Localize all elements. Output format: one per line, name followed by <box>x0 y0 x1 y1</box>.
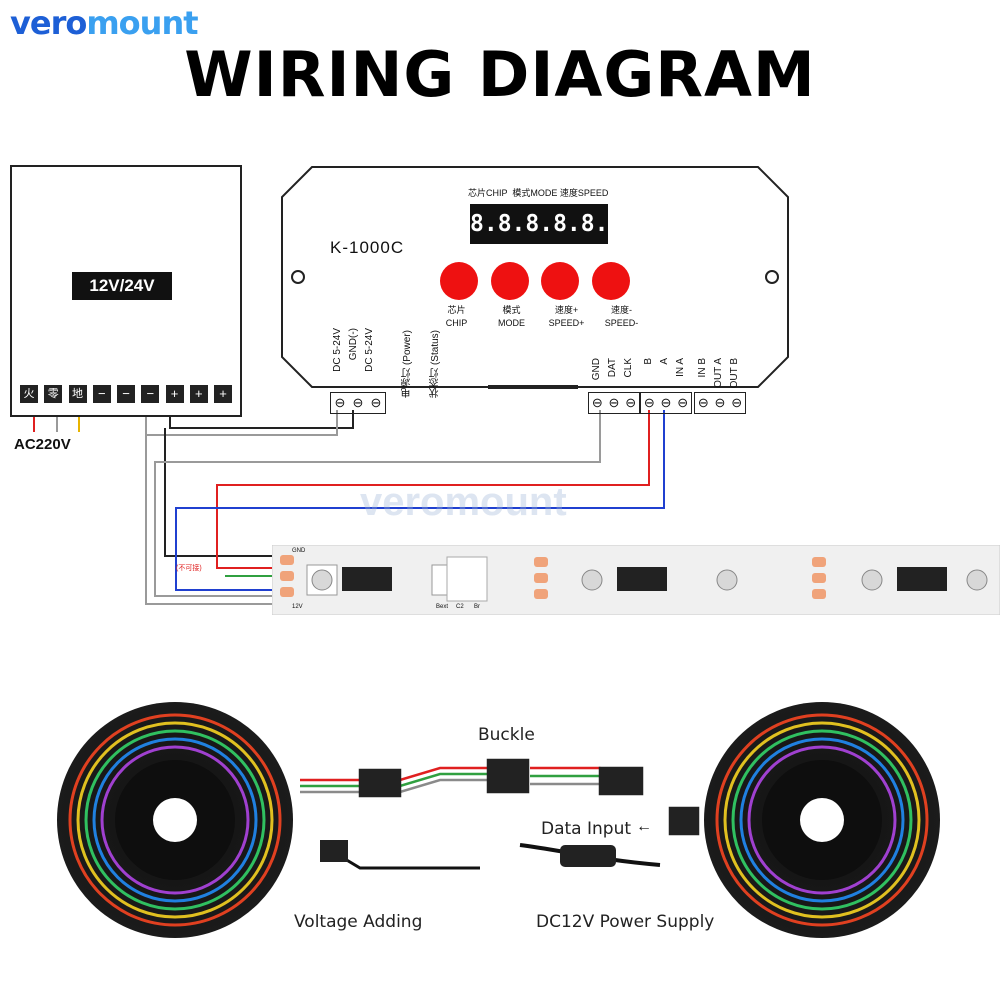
strip-pad-c2: C2 <box>456 604 464 610</box>
terminal-label-in-b: IN B <box>697 358 708 378</box>
psu-terminal-row: 火 零 地 − − − + + + <box>20 385 232 407</box>
psu-terminal: 零 <box>44 385 63 403</box>
callout-buckle: Buckle <box>478 725 535 745</box>
display-header: 芯片CHIP 模式MODE 速度SPEED <box>468 188 609 198</box>
screw-icon: ⊖ <box>697 395 709 410</box>
chip-button[interactable] <box>440 262 478 300</box>
indicator-power-label: 电源灯 (Power) <box>402 330 413 398</box>
psu-terminal: + <box>214 385 232 403</box>
left-terminal-block: ⊖ ⊖ ⊖ <box>330 392 386 414</box>
strip-pad-bext: Bext <box>436 604 449 610</box>
terminal-label-dc2: DC 5-24V <box>364 328 375 372</box>
no-connect-warning: (不可接) <box>176 565 202 572</box>
psu-terminal: − <box>141 385 160 403</box>
brand-part-1: vero <box>10 4 87 42</box>
strip-pad-12v: 12V <box>292 604 303 610</box>
callout-dc12v-power-supply: DC12V Power Supply <box>536 912 715 932</box>
button-label-speed-down: 速度-SPEED- <box>604 305 639 328</box>
terminal-label-gnd-r: GND <box>591 358 602 381</box>
terminal-label-dat: DAT <box>607 358 618 378</box>
screw-icon: ⊖ <box>660 395 672 410</box>
right-terminal-block-3: ⊖ ⊖ ⊖ <box>694 392 746 414</box>
brand-logo: veromount <box>10 4 199 42</box>
wire-data-red <box>216 410 650 569</box>
psu-terminal: + <box>189 385 208 403</box>
watermark: veromount <box>360 480 567 524</box>
screw-icon: ⊖ <box>334 395 346 410</box>
wire-ground-gray <box>154 410 601 597</box>
psu-terminal: − <box>117 385 135 403</box>
psu-terminal: 地 <box>68 385 87 403</box>
psu-voltage-label: 12V/24V <box>72 272 172 300</box>
led-strip <box>272 545 1000 615</box>
segment-display: 8.8.8.8.8.8. <box>470 204 636 244</box>
speed-up-button[interactable] <box>541 262 580 300</box>
page-title: WIRING DIAGRAM <box>184 38 816 111</box>
right-reel <box>704 702 940 938</box>
connector-cables <box>300 758 700 870</box>
strip-pad-gnd: GND <box>292 548 306 554</box>
wire-power-positive <box>169 410 354 429</box>
button-label-speed-up: 速度+SPEED+ <box>548 305 585 328</box>
led-reels-illustration <box>57 702 940 938</box>
screw-icon: ⊖ <box>370 395 382 410</box>
terminal-label-a: A <box>659 358 670 365</box>
screw-icon: ⊖ <box>677 395 689 410</box>
power-supply: 12V/24V 火 零 地 − − − + + + <box>10 165 242 417</box>
terminal-label-gnd: GND(-) <box>348 328 359 361</box>
screw-icon: ⊖ <box>731 395 743 410</box>
wire-psu-to-strip-gray <box>145 435 280 605</box>
wiring-lines <box>33 410 665 605</box>
screw-icon: ⊖ <box>608 395 620 410</box>
screw-icon: ⊖ <box>625 395 637 410</box>
terminal-label-out-a: OUT A <box>713 358 724 388</box>
screw-icon: ⊖ <box>352 395 364 410</box>
terminal-label-out-b: OUT B <box>729 358 740 389</box>
terminal-label-b: B <box>643 358 654 365</box>
right-terminal-block-1: ⊖ ⊖ ⊖ <box>588 392 640 414</box>
screw-icon: ⊖ <box>643 395 655 410</box>
screw-icon: ⊖ <box>714 395 726 410</box>
controller-model: K-1000C <box>330 238 405 257</box>
wire-psu-to-strip-black <box>164 428 280 557</box>
wire-power-negative <box>145 410 338 436</box>
mode-button[interactable] <box>490 262 529 300</box>
callout-voltage-adding: Voltage Adding <box>294 912 423 932</box>
arrow-left-icon: ← <box>636 818 652 835</box>
ac-input-label: AC220V <box>14 436 71 453</box>
screw-icon: ⊖ <box>591 395 603 410</box>
terminal-label-in-a: IN A <box>675 358 686 377</box>
wire-data-blue <box>175 410 665 591</box>
psu-terminal: − <box>92 385 111 403</box>
psu-terminal: 火 <box>20 385 38 403</box>
controller-body <box>281 166 789 389</box>
left-reel <box>57 702 293 938</box>
speed-down-button[interactable] <box>591 262 630 300</box>
right-terminal-block-2: ⊖ ⊖ ⊖ <box>640 392 692 414</box>
indicator-status-label: 状态灯 (Status) <box>430 330 441 398</box>
psu-terminal: + <box>165 385 184 403</box>
terminal-label-clk: CLK <box>623 358 634 378</box>
strip-segment <box>280 555 488 602</box>
terminal-label-dc1: DC 5-24V <box>332 328 343 372</box>
controller-buttons <box>440 262 630 300</box>
callout-data-input: Data Input <box>541 819 632 839</box>
strip-pad-br: Br <box>474 604 480 610</box>
brand-part-2: mount <box>86 4 198 42</box>
